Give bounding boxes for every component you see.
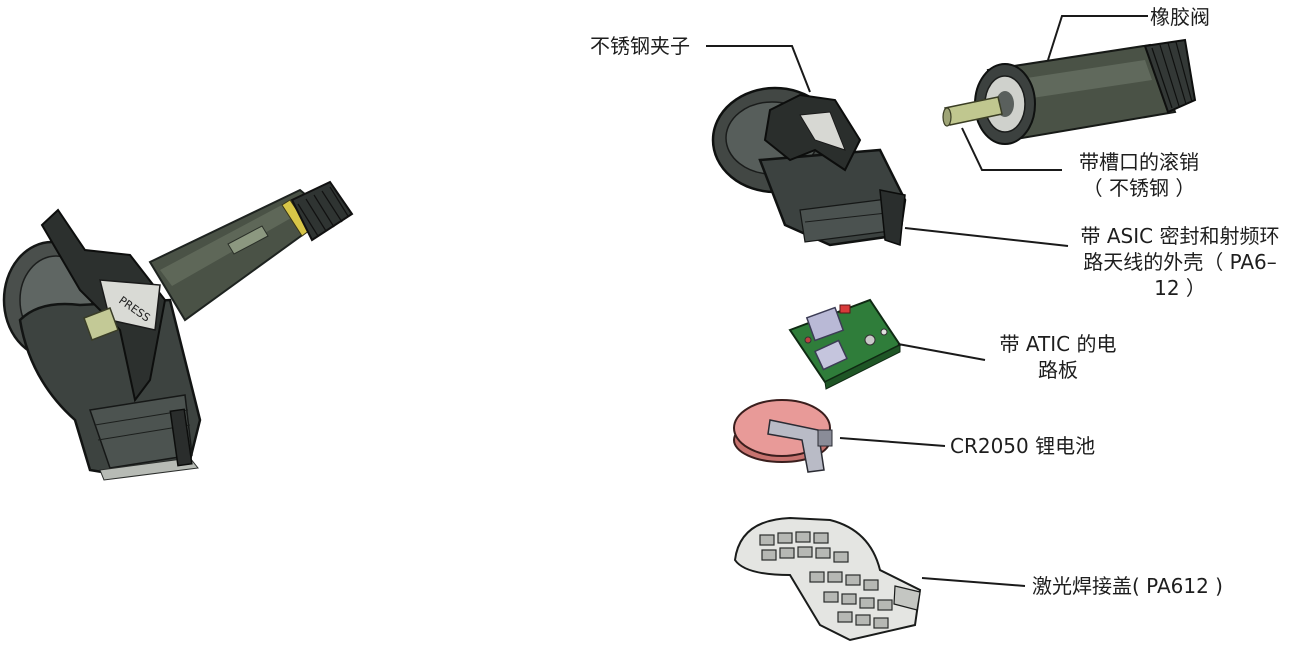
label-housing-line3: 12 ） bbox=[1154, 276, 1206, 300]
valve-cap bbox=[1143, 38, 1197, 114]
coin-battery bbox=[733, 399, 833, 473]
label-clip: 不锈钢夹子 bbox=[590, 34, 690, 58]
rubber-valve bbox=[974, 38, 1197, 145]
label-housing-line1: 带 ASIC 密封和射频环 bbox=[1080, 224, 1280, 248]
label-valve: 橡胶阀 bbox=[1150, 5, 1210, 29]
label-battery: CR2050 锂电池 bbox=[950, 434, 1096, 458]
label-pin-line2: （ 不锈钢 ） bbox=[1082, 176, 1196, 200]
leader-clip bbox=[706, 45, 811, 93]
label-pcb-line1: 带 ATIC 的电 bbox=[999, 332, 1117, 356]
leader-lines bbox=[706, 15, 1148, 587]
label-pcb-line2: 路板 bbox=[1038, 358, 1078, 382]
leader-lid bbox=[921, 577, 1026, 587]
housing-with-clip bbox=[711, 86, 907, 247]
leader-pcb bbox=[897, 343, 986, 361]
leader-valve bbox=[1047, 15, 1148, 61]
label-housing-line2: 路天线的外壳（ PA6– bbox=[1083, 250, 1277, 274]
slotted-pin bbox=[942, 96, 1003, 127]
circuit-board bbox=[788, 298, 902, 390]
laser-welded-lid bbox=[733, 516, 922, 642]
leader-housing bbox=[904, 227, 1069, 247]
label-pin-line1: 带槽口的滚销 bbox=[1079, 150, 1199, 174]
leader-pin bbox=[961, 127, 1062, 171]
label-lid: 激光焊接盖( PA612 ) bbox=[1032, 574, 1223, 598]
leader-battery bbox=[839, 437, 946, 447]
assembled-tpms-sensor: PRESS bbox=[2, 180, 354, 481]
valve-cap bbox=[290, 180, 354, 242]
